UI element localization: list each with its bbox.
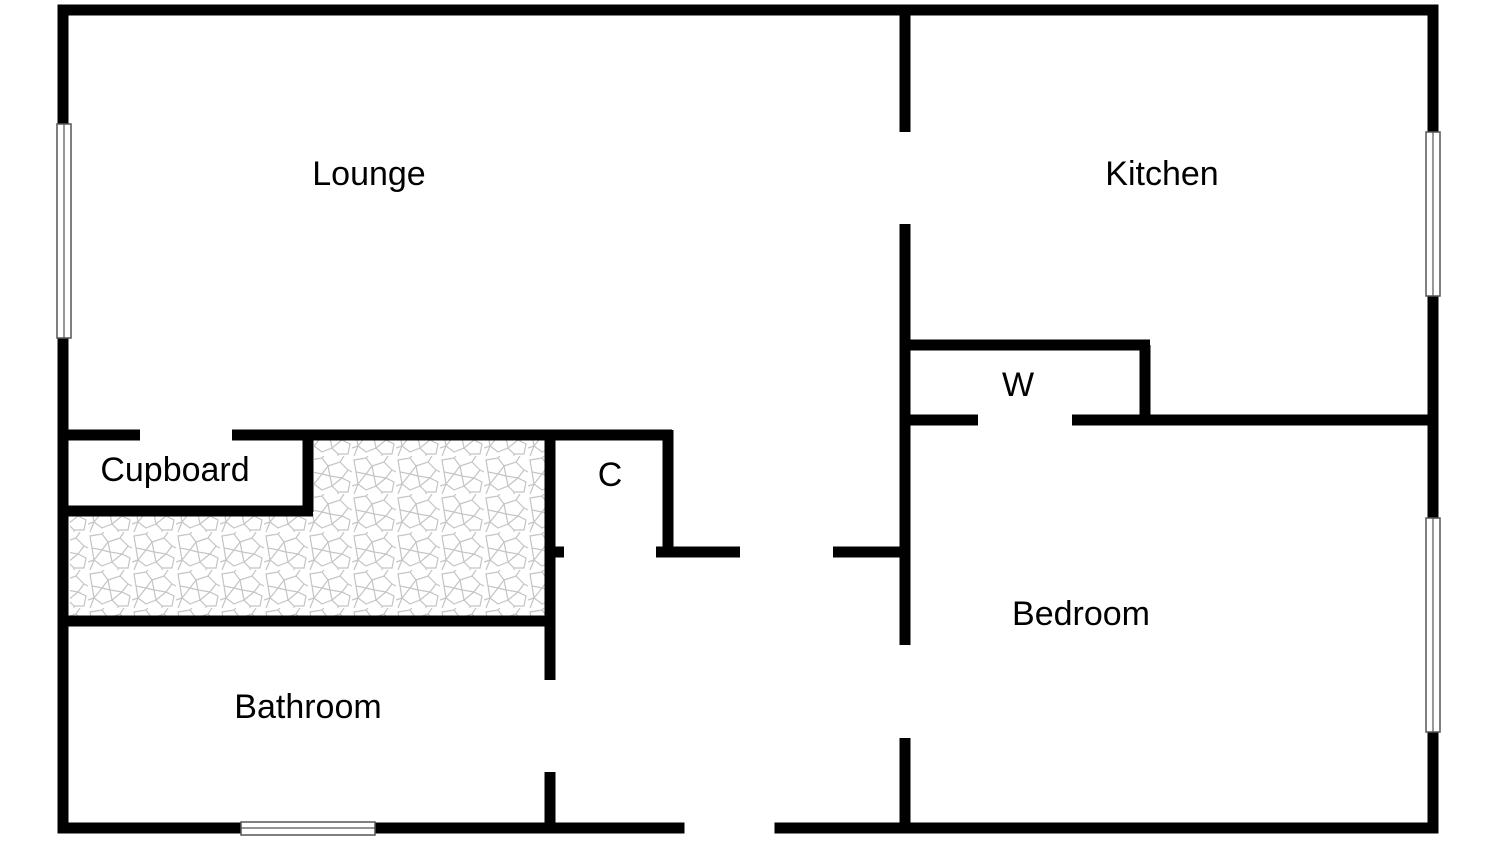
room-label-cupboard: Cupboard: [100, 451, 249, 489]
room-label-bedroom: Bedroom: [1012, 595, 1150, 633]
room-label-bathroom: Bathroom: [234, 688, 381, 726]
room-label-kitchen: Kitchen: [1105, 155, 1218, 193]
tiled-area: [70, 440, 548, 618]
window-left-lounge: [56, 123, 72, 339]
room-label-lounge: Lounge: [312, 155, 425, 193]
room-label-wardrobe-w: W: [1002, 366, 1034, 404]
window-right-bedroom: [1425, 517, 1441, 733]
exterior-walls: [57, 4, 1439, 834]
interior-walls: [63, 10, 1433, 828]
window-right-kitchen: [1425, 131, 1441, 297]
room-label-cupboard-c: C: [598, 456, 623, 494]
window-bottom-bathroom: [240, 821, 376, 836]
